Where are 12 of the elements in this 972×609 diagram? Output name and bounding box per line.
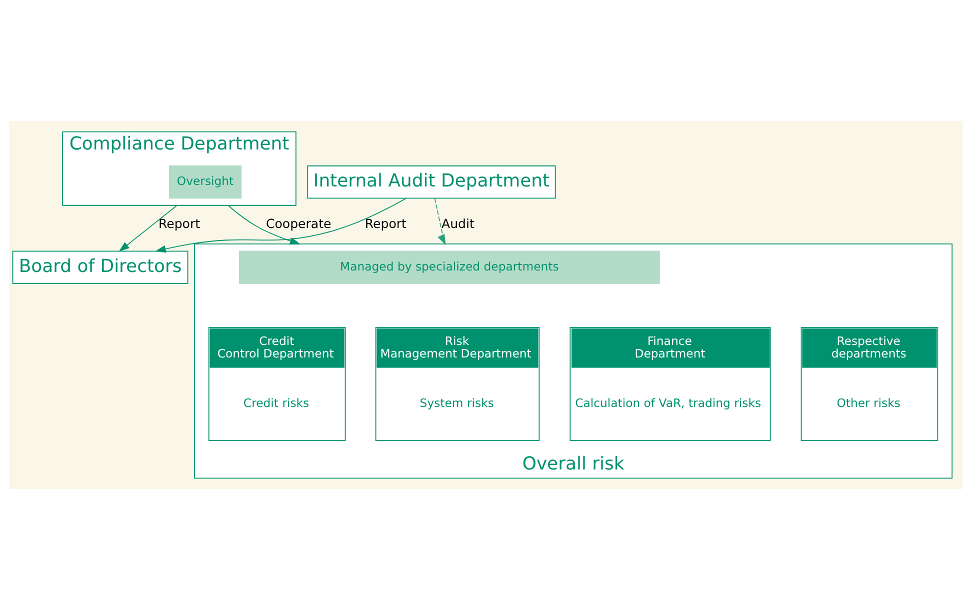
edge-label: Report xyxy=(364,215,406,230)
edge-label: Cooperate xyxy=(266,215,332,230)
node-box: Managed by specialized departments xyxy=(238,250,660,284)
node-box: Internal Audit Department xyxy=(307,164,556,198)
node-box: Oversight xyxy=(168,164,242,198)
arrow xyxy=(155,197,406,252)
arrow xyxy=(228,204,301,244)
edge-label: Audit xyxy=(442,215,474,230)
edge-label: Report xyxy=(158,215,200,230)
node-box: Board of Directors xyxy=(12,250,188,284)
arrow xyxy=(118,204,178,252)
arrow xyxy=(434,197,446,245)
